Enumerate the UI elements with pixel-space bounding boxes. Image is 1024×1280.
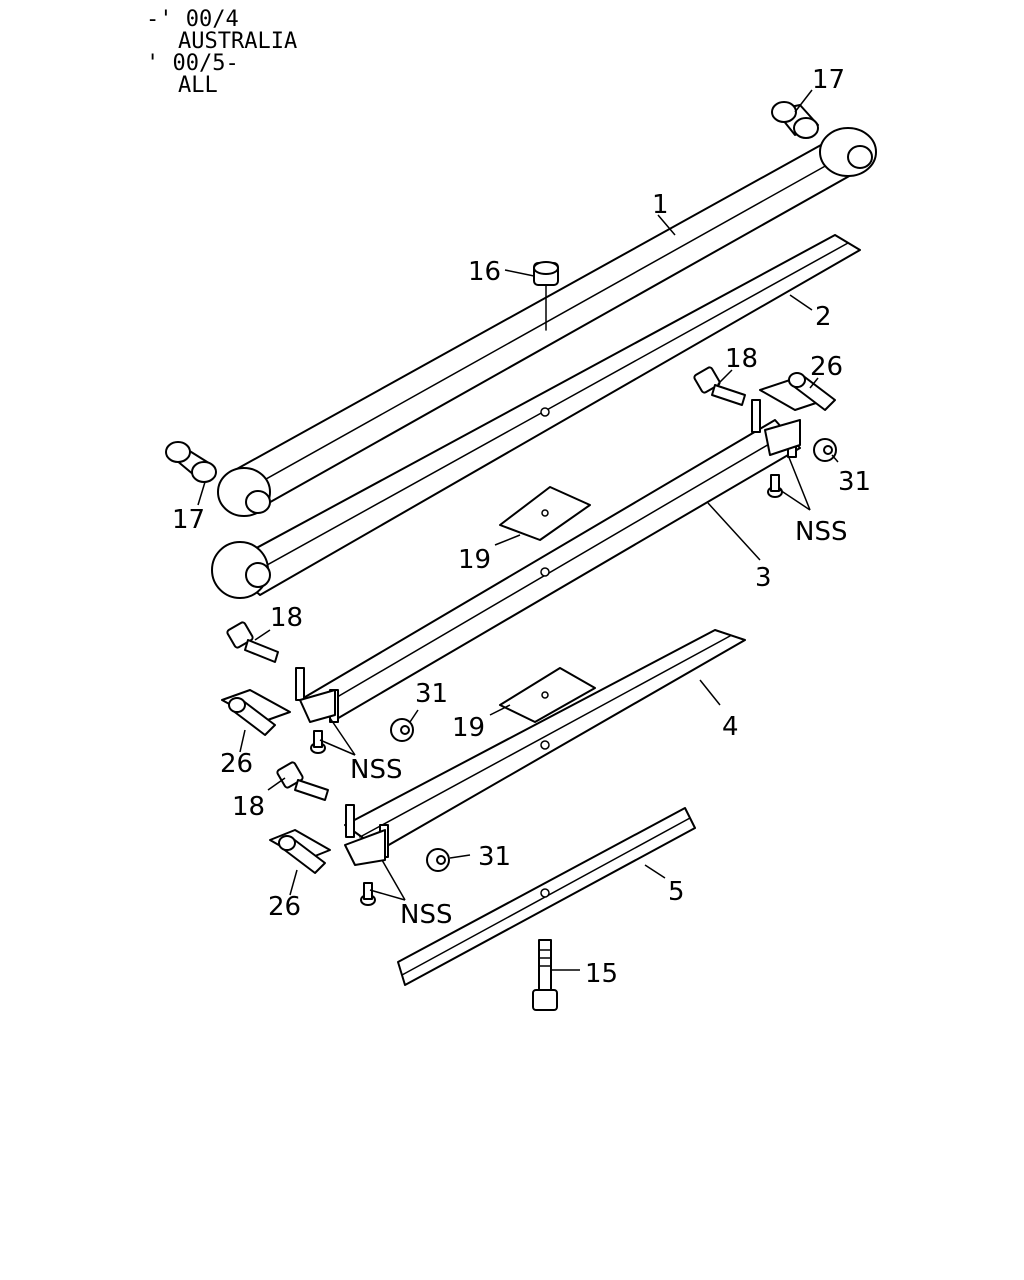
label-part-1: 1 [652, 190, 669, 220]
bushing-17-top [771, 101, 819, 139]
label-part-18-c: 18 [232, 792, 265, 822]
label-part-19-b: 19 [452, 713, 485, 743]
center-bolt-15 [532, 939, 558, 1011]
label-part-26-b: 26 [220, 749, 253, 779]
screw-nss-c [360, 882, 376, 906]
bolt-18-c [276, 761, 329, 801]
main-leaf-1 [217, 127, 877, 517]
label-part-18-b: 18 [270, 603, 303, 633]
spacer-26-c [278, 835, 326, 874]
nut-31-a [813, 438, 837, 462]
bolt-18-b [226, 621, 279, 663]
label-nss-b: NSS [350, 755, 402, 785]
label-part-26-c: 26 [268, 892, 301, 922]
note-line-4: ALL [178, 73, 218, 98]
leader-lines [197, 89, 839, 971]
label-part-26-a: 26 [810, 352, 843, 382]
label-part-5: 5 [668, 877, 685, 907]
label-part-3: 3 [755, 563, 772, 593]
nut-31-c [426, 848, 450, 872]
label-part-4: 4 [722, 712, 739, 742]
label-part-19-a: 19 [458, 545, 491, 575]
label-part-18-a: 18 [725, 344, 758, 374]
leaf-2 [211, 234, 861, 599]
screw-nss-b [310, 730, 326, 754]
center-nut-16 [533, 261, 559, 331]
label-part-2: 2 [815, 302, 832, 332]
applicability-notes: -' 00/4 AUSTRALIA ' 00/5- ALL [146, 7, 297, 98]
label-part-15: 15 [585, 959, 618, 989]
label-nss-a: NSS [795, 517, 847, 547]
bolt-18-a [693, 366, 746, 406]
bushing-17-left [165, 441, 217, 483]
label-part-31-b: 31 [415, 679, 448, 709]
clip-leaf3-rear [751, 379, 826, 458]
spacer-26-a [788, 372, 836, 411]
label-part-31-a: 31 [838, 467, 871, 497]
label-part-17-top: 17 [812, 65, 845, 95]
label-nss-c: NSS [400, 900, 452, 930]
label-part-16: 16 [468, 257, 501, 287]
leaf-5 [397, 807, 696, 986]
note-line-1: -' 00/4 [146, 7, 239, 32]
callout-labels: 17 1 16 2 18 26 31 NSS 3 19 17 18 31 19 … [172, 65, 871, 989]
label-part-31-c: 31 [478, 842, 511, 872]
screw-nss-a [767, 474, 783, 498]
nut-31-b [390, 718, 414, 742]
note-line-3: ' 00/5- [146, 51, 239, 76]
note-line-2: AUSTRALIA [178, 29, 297, 54]
spacer-26-b [228, 697, 276, 736]
label-part-17-left: 17 [172, 505, 205, 535]
